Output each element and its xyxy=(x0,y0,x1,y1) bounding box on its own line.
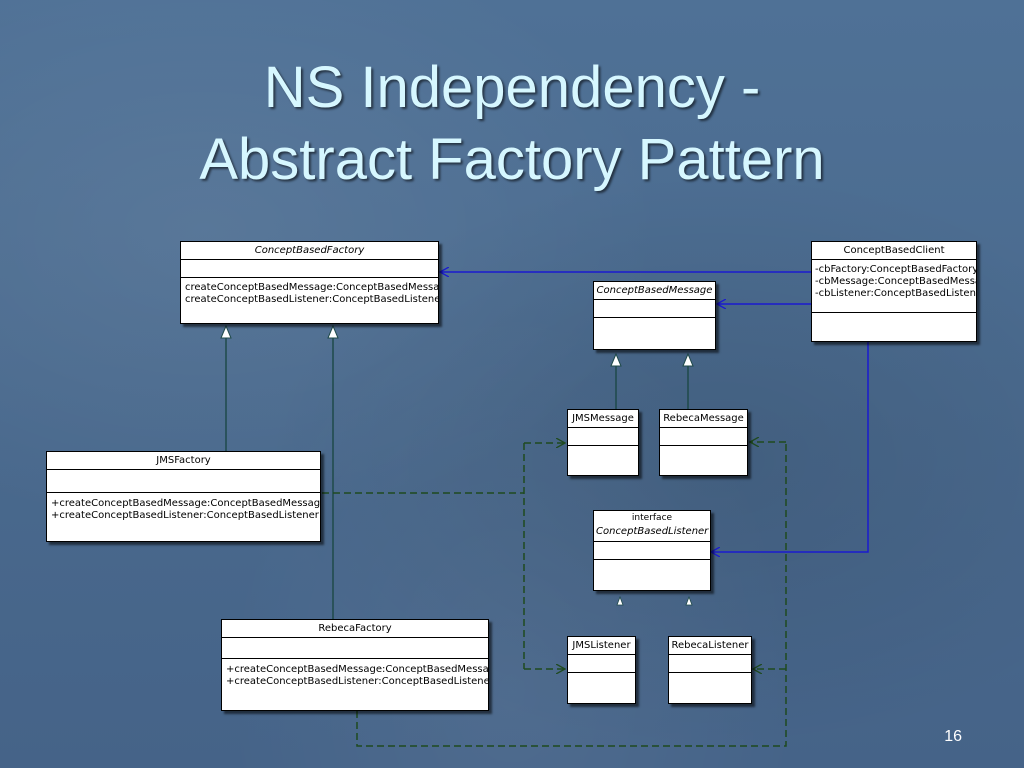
assoc-client-listener xyxy=(711,342,869,552)
page-number: 16 xyxy=(944,728,962,745)
stereotype-label: interface xyxy=(631,513,673,523)
attribute: -cbMessage:ConceptBasedMessage xyxy=(815,276,977,287)
class-name: RebecaFactory xyxy=(222,620,488,638)
methods-section xyxy=(669,673,751,677)
methods-section xyxy=(594,318,715,322)
attributes-section xyxy=(181,260,438,278)
methods-section: +createConceptBasedMessage:ConceptBasedM… xyxy=(47,493,320,524)
method: +createConceptBasedMessage:ConceptBasedM… xyxy=(226,664,489,675)
class-jms-factory[interactable]: JMSFactory +createConceptBasedMessage:Co… xyxy=(46,451,321,542)
methods-section xyxy=(594,560,710,564)
class-name: JMSMessage xyxy=(568,410,638,428)
class-name: ConceptBasedFactory xyxy=(181,242,438,260)
method: +createConceptBasedListener:ConceptBased… xyxy=(226,676,489,687)
class-concept-based-factory[interactable]: ConceptBasedFactory createConceptBasedMe… xyxy=(180,241,439,324)
class-name: JMSFactory xyxy=(47,452,320,470)
class-rebeca-factory[interactable]: RebecaFactory +createConceptBasedMessage… xyxy=(221,619,489,711)
class-concept-based-message[interactable]: ConceptBasedMessage xyxy=(593,281,716,350)
gen-tri-1 xyxy=(220,324,232,339)
attributes-section xyxy=(222,638,488,659)
class-rebeca-listener[interactable]: RebecaListener xyxy=(668,636,752,704)
method: +createConceptBasedListener:ConceptBased… xyxy=(51,510,319,521)
attributes-section xyxy=(568,655,635,673)
interface-header: interface ConceptBasedListener xyxy=(594,511,710,542)
class-name: JMSListener xyxy=(568,637,635,655)
real-tri-2 xyxy=(685,595,693,606)
title-line-2: Abstract Factory Pattern xyxy=(199,127,825,192)
class-jms-message[interactable]: JMSMessage xyxy=(567,409,639,476)
title-line-1: NS Independency - xyxy=(263,55,761,120)
class-rebeca-message[interactable]: RebecaMessage xyxy=(659,409,748,476)
dep-rebecafactory xyxy=(356,442,787,747)
method: +createConceptBasedMessage:ConceptBasedM… xyxy=(51,498,321,509)
class-jms-listener[interactable]: JMSListener xyxy=(567,636,636,704)
attributes-section xyxy=(594,300,715,318)
attributes-section xyxy=(669,655,751,673)
attributes-section xyxy=(660,428,747,446)
methods-section: createConceptBasedMessage:ConceptBasedMe… xyxy=(181,278,438,308)
class-concept-based-client[interactable]: ConceptBasedClient -cbFactory:ConceptBas… xyxy=(811,241,977,342)
methods-section: +createConceptBasedMessage:ConceptBasedM… xyxy=(222,659,488,690)
class-name: ConceptBasedListener xyxy=(596,526,709,537)
attributes-section xyxy=(47,470,320,493)
class-name: ConceptBasedMessage xyxy=(594,282,715,300)
attributes-section xyxy=(568,428,638,446)
class-name: RebecaListener xyxy=(669,637,751,655)
class-name: ConceptBasedClient xyxy=(812,242,976,260)
methods-section xyxy=(812,313,976,317)
gen-tri-2 xyxy=(327,324,339,339)
methods-section xyxy=(568,673,635,677)
interface-concept-based-listener[interactable]: interface ConceptBasedListener xyxy=(593,510,711,591)
class-name: RebecaMessage xyxy=(660,410,747,428)
attribute: -cbFactory:ConceptBasedFactory xyxy=(815,264,977,275)
attributes-section xyxy=(594,542,710,560)
gen-tri-3 xyxy=(610,352,622,367)
slide-title: NS Independency - Abstract Factory Patte… xyxy=(0,52,1024,196)
method: createConceptBasedMessage:ConceptBasedMe… xyxy=(185,282,439,293)
methods-section xyxy=(568,446,638,450)
attribute: -cbListener:ConceptBasedListener xyxy=(815,288,977,299)
attributes-section: -cbFactory:ConceptBasedFactory -cbMessag… xyxy=(812,260,976,313)
gen-tri-4 xyxy=(682,352,694,367)
real-tri-1 xyxy=(616,595,624,606)
method: createConceptBasedListener:ConceptBasedL… xyxy=(185,294,439,305)
methods-section xyxy=(660,446,747,450)
